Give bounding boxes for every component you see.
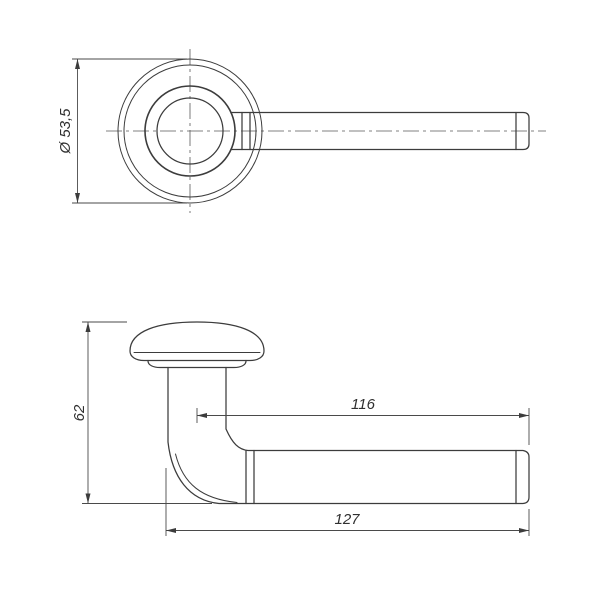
dimension-rose-diameter: Ø 53,5 bbox=[57, 58, 187, 204]
dim-height-arrow-top bbox=[85, 322, 91, 332]
dim-127-arrow-left bbox=[166, 528, 176, 533]
side-neck-lever-outline bbox=[167, 366, 530, 505]
dimension-overall-length: 127 bbox=[165, 468, 530, 536]
side-view bbox=[129, 321, 530, 505]
dim-127-label: 127 bbox=[334, 511, 360, 528]
front-view bbox=[106, 49, 546, 213]
dim-116-arrow-left bbox=[197, 413, 207, 418]
side-rose-base bbox=[147, 359, 247, 369]
front-rose-rim-circle bbox=[123, 64, 257, 198]
dim-rose-arrow-top bbox=[75, 59, 80, 69]
front-rose-outer-circle bbox=[117, 58, 263, 204]
dim-116-arrow-right bbox=[519, 413, 529, 418]
dim-116-label: 116 bbox=[351, 396, 376, 413]
front-neck-flange-circle bbox=[144, 85, 236, 177]
dimension-overall-height: 62 bbox=[71, 321, 212, 504]
side-rose-cap bbox=[129, 321, 265, 362]
dim-127-arrow-right bbox=[519, 528, 529, 533]
dimension-axis-to-end: 116 bbox=[196, 396, 530, 445]
dim-height-arrow-bottom bbox=[85, 493, 91, 504]
dim-rose-arrow-bottom bbox=[75, 193, 80, 203]
dim-height-label: 62 bbox=[71, 404, 88, 421]
front-neck-circle bbox=[156, 97, 224, 165]
side-elbow-edge-curve bbox=[175, 453, 238, 503]
dim-rose-label: Ø 53,5 bbox=[57, 108, 74, 155]
front-lever-outline bbox=[230, 111, 530, 151]
